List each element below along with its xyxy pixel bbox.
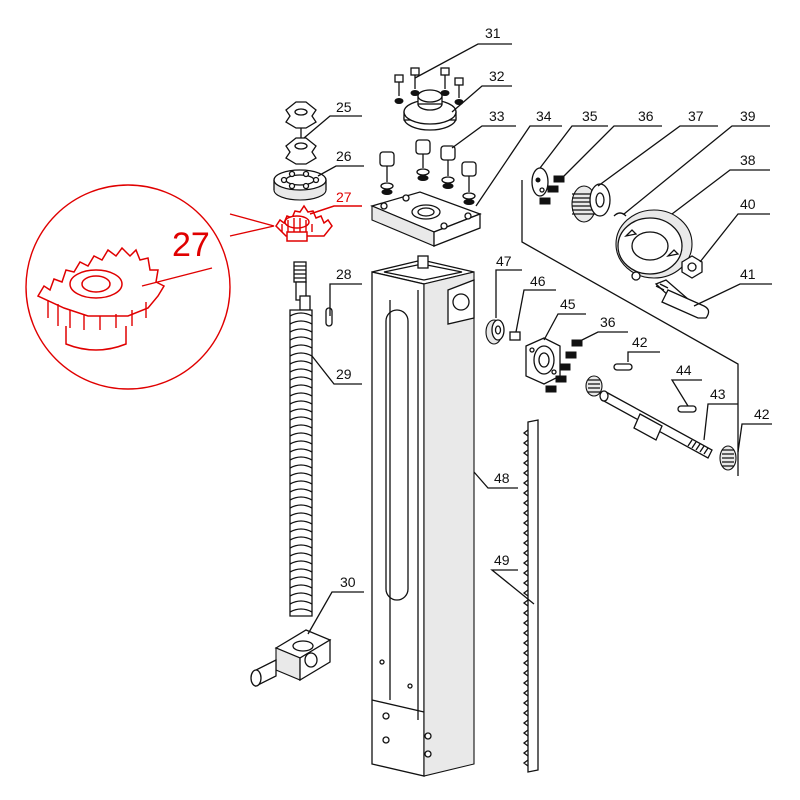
callout-26: 26 [336,148,352,164]
key-28 [325,307,333,327]
callout-39: 39 [740,108,756,124]
column-body-48 [371,255,475,777]
callout-25: 25 [336,99,352,115]
cap-32 [403,89,457,131]
callout-33: 33 [489,108,505,124]
callout-42-lower: 42 [754,406,770,422]
bearing-26 [273,169,327,201]
bevel-gear-27 [275,204,333,242]
callout-47: 47 [496,253,512,269]
callout-43: 43 [710,386,726,402]
callout-45: 45 [560,296,576,312]
screws-36b [545,339,583,393]
callout-labels: 31 32 25 33 34 35 36 37 39 26 38 27 40 2… [336,25,770,590]
callout-27: 27 [336,189,352,205]
zoom-label-27: 27 [172,226,210,264]
callout-36-lower: 36 [600,314,616,330]
bolts-33 [379,139,477,205]
plate-34 [370,191,482,247]
leader-lines [303,43,772,635]
callout-29: 29 [336,366,352,382]
callout-41: 41 [740,266,756,282]
gear-42b [719,445,737,471]
shaft-43 [599,390,713,459]
callout-31: 31 [485,25,501,41]
callout-44: 44 [676,362,692,378]
callout-34: 34 [536,108,552,124]
dial-37 [571,183,611,223]
callout-37: 37 [688,108,704,124]
pinion-gear [585,375,603,397]
nut-40 [681,255,703,279]
callout-40: 40 [740,196,756,212]
bearing-47 [485,319,505,345]
screws-36a [539,175,565,205]
lead-screw-29 [289,261,313,617]
housing-45 [525,337,561,385]
callout-38: 38 [740,152,756,168]
callout-28: 28 [336,266,352,282]
key-42a [613,363,633,371]
key-44 [677,405,697,413]
callout-48: 48 [494,470,510,486]
callout-30: 30 [340,574,356,590]
nut-block-30 [250,629,332,688]
callout-42-upper: 42 [632,334,648,350]
bushing-46 [509,331,521,341]
callout-36-upper: 36 [638,108,654,124]
zoom-detail-27: 27 [25,184,275,390]
rack-49 [522,419,539,773]
top-cap-assembly [370,67,482,247]
star-knob-25 [285,101,317,165]
callout-46: 46 [530,273,546,289]
handle-41 [655,283,710,319]
callout-35: 35 [582,108,598,124]
callout-32: 32 [489,68,505,84]
callout-49: 49 [494,552,510,568]
spring-39 [613,212,627,217]
flange-35 [531,167,549,197]
